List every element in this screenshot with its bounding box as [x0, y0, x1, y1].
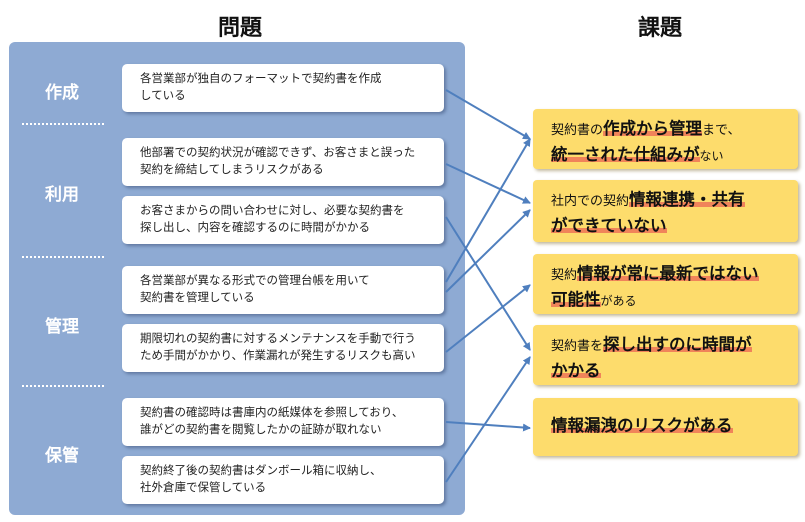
issue-box: 契約書を探し出すのに時間が かかる — [533, 325, 798, 385]
problem-text: お客さまからの問い合わせに対し、必要な契約書を — [140, 203, 405, 217]
category-separator — [22, 123, 104, 125]
issue-text: がある — [600, 294, 637, 308]
issue-emphasis: かかる — [551, 361, 601, 380]
problem-box: 他部署での契約状況が確認できず、お客さまと誤った 契約を締結してしまうリスクがあ… — [122, 138, 444, 186]
issue-text: 契約書の — [551, 123, 604, 138]
category-manage: 管理 — [45, 317, 79, 337]
problem-text: 契約書の確認時は書庫内の紙媒体を参照しており、 — [140, 405, 404, 419]
problem-text: 契約を締結してしまうリスクがある — [140, 162, 324, 176]
issue-text: 契約書を — [551, 339, 604, 354]
arrow — [445, 163, 531, 204]
problems-header: 問題 — [217, 16, 262, 41]
category-create: 作成 — [45, 83, 79, 103]
issue-emphasis: 統一された仕組みが — [551, 145, 700, 164]
problem-box: 各営業部が独自のフォーマットで契約書を作成 している — [122, 64, 444, 112]
problem-text: 期限切れの契約書に対するメンテナンスを手動で行う — [140, 331, 416, 345]
problem-text: 契約書を管理している — [140, 290, 255, 304]
arrow — [445, 421, 531, 432]
problem-text: している — [140, 88, 186, 102]
problem-box: 各営業部が異なる形式での管理台帳を用いて 契約書を管理している — [122, 266, 444, 314]
issues-header: 課題 — [637, 16, 682, 41]
problem-text: 他部署での契約状況が確認できず、お客さまと誤った — [140, 145, 416, 159]
issue-text: 契約 — [551, 268, 578, 283]
problem-box: お客さまからの問い合わせに対し、必要な契約書を 探し出し、内容を確認するのに時間… — [122, 196, 444, 244]
issue-box: 契約情報が常に最新ではない 可能性がある — [533, 254, 798, 314]
issue-emphasis: 情報連携・共有 — [629, 190, 745, 209]
issue-emphasis: 情報が常に最新ではない — [577, 264, 759, 283]
problem-text: 各営業部が異なる形式での管理台帳を用いて — [140, 273, 370, 287]
issue-text: まで、 — [702, 123, 741, 138]
issue-box: 情報漏洩のリスクがある — [533, 398, 798, 456]
issue-box: 契約書の作成から管理まで、 統一された仕組みがない — [533, 109, 798, 169]
problem-box: 契約書の確認時は書庫内の紙媒体を参照しており、 誰がどの契約書を閲覧したかの証跡… — [122, 398, 444, 446]
arrow — [445, 284, 531, 353]
problem-text: 誰がどの契約書を閲覧したかの証跡が取れない — [140, 422, 382, 436]
category-store: 保管 — [45, 446, 79, 466]
issue-text: ない — [699, 149, 724, 163]
issue-emphasis: ができていない — [551, 216, 667, 235]
category-use: 利用 — [45, 185, 79, 205]
arrow — [445, 209, 531, 293]
problem-text: 各営業部が独自のフォーマットで契約書を作成 — [140, 71, 382, 85]
arrow — [445, 216, 531, 351]
issue-emphasis: 探し出すのに時間が — [603, 335, 752, 354]
problem-text: 契約終了後の契約書はダンボール箱に収納し、 — [140, 463, 382, 477]
issue-box: 社内での契約情報連携・共有 ができていない — [533, 180, 798, 242]
arrow — [445, 138, 531, 283]
issue-emphasis: 情報漏洩のリスクがある — [551, 416, 733, 435]
problem-box: 期限切れの契約書に対するメンテナンスを手動で行う ため手間がかかり、作業漏れが発… — [122, 324, 444, 372]
issue-emphasis: 可能性 — [551, 290, 601, 309]
issue-text: 社内での契約 — [551, 194, 630, 209]
category-separator — [22, 385, 104, 387]
problem-box: 契約終了後の契約書はダンボール箱に収納し、 社外倉庫で保管している — [122, 456, 444, 504]
arrow — [445, 356, 531, 483]
problem-text: 探し出し、内容を確認するのに時間がかかる — [140, 220, 370, 234]
category-separator — [22, 256, 104, 258]
problem-text: 社外倉庫で保管している — [140, 480, 267, 494]
issue-emphasis: 作成から管理 — [603, 119, 703, 138]
problem-text: ため手間がかかり、作業漏れが発生するリスクも高い — [140, 348, 416, 362]
arrow — [445, 89, 531, 140]
